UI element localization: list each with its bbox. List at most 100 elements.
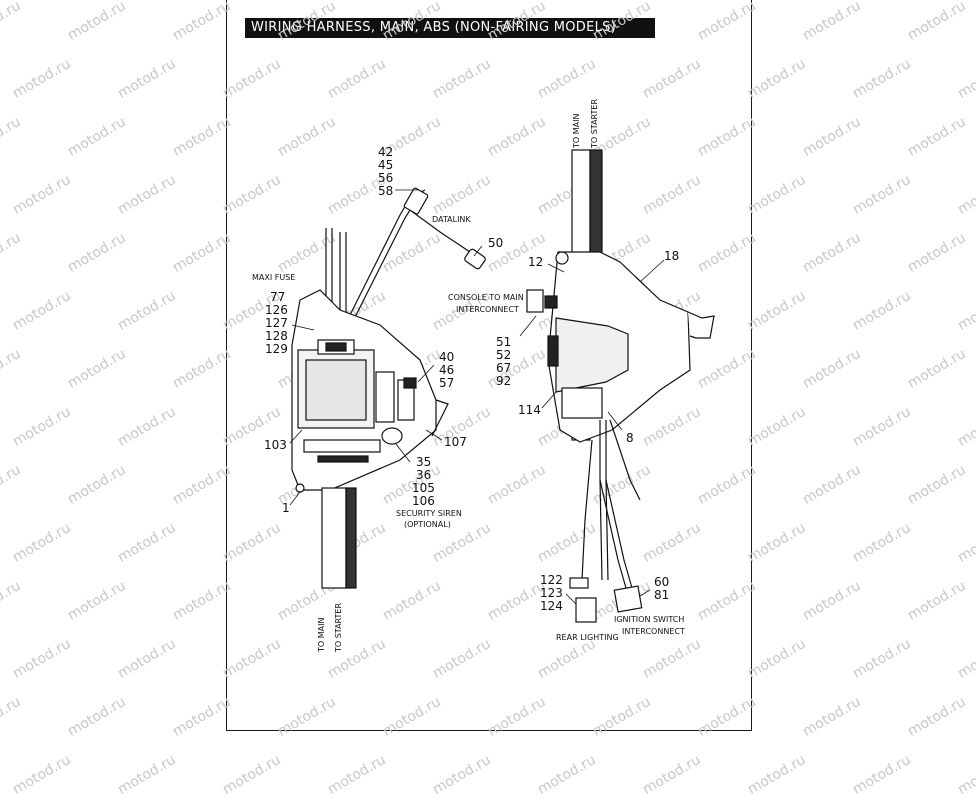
leader <box>473 245 483 257</box>
callout-number: 124 <box>540 599 563 613</box>
watermark-text: motod.ru <box>115 751 179 798</box>
frame-bracket <box>687 311 715 339</box>
callout-number: 81 <box>654 588 669 602</box>
callout-number: 103 <box>264 438 287 452</box>
callout-number: 67 <box>496 361 511 375</box>
leader <box>639 589 651 597</box>
callout-number: 45 <box>378 158 393 172</box>
rear-lighting-plug <box>575 597 597 623</box>
harness-to-starter <box>345 487 357 589</box>
caption-to-starter: TO STARTER <box>334 603 343 653</box>
callout-number: 18 <box>664 249 679 263</box>
leader <box>565 593 577 605</box>
fuse-block-cover <box>305 359 367 421</box>
callout-number: 12 <box>528 255 543 269</box>
leader <box>291 324 315 331</box>
module-connector <box>547 335 559 367</box>
leader <box>607 411 623 431</box>
callout-number: 126 <box>265 303 288 317</box>
leader <box>289 429 303 444</box>
leader <box>639 259 665 283</box>
right-harness-assembly <box>519 149 715 623</box>
connector-51 <box>544 295 558 309</box>
connector-40 <box>403 377 417 389</box>
callout-number: 51 <box>496 335 511 349</box>
leader <box>395 443 411 463</box>
maxi-fuse-body <box>325 342 347 352</box>
caption-datalink: DATALINK <box>432 215 471 224</box>
mount-bolt <box>555 251 569 265</box>
watermark-text: motod.ru <box>745 751 809 798</box>
callout-number: 128 <box>265 329 288 343</box>
callout-number: 123 <box>540 586 563 600</box>
leader <box>541 391 557 409</box>
leader <box>425 429 443 441</box>
diagram-title: WIRING HARNESS, MAIN, ABS (NON-FAIRING M… <box>245 18 655 38</box>
callout-number: 127 <box>265 316 288 330</box>
rear-lighting-wire <box>599 420 603 581</box>
relay <box>375 371 395 423</box>
console-connector <box>526 289 544 313</box>
caption-console: CONSOLE TO MAIN <box>448 293 524 302</box>
callout-number: 57 <box>439 376 454 390</box>
callout-number: 77 <box>270 290 285 304</box>
callout-number: 40 <box>439 350 454 364</box>
relay-pack <box>561 387 603 419</box>
ground-strip <box>317 455 369 463</box>
callout-number: 129 <box>265 342 288 356</box>
leader <box>547 263 565 273</box>
callout-number: 106 <box>412 494 435 508</box>
wiring-diagram: 42 45 56 58 DATALINK 50 MAXI FUSE 77 126… <box>252 99 715 653</box>
callout-number: 60 <box>654 575 669 589</box>
harness-to-main <box>321 487 347 589</box>
caption-maxi-fuse: MAXI FUSE <box>252 273 295 282</box>
rear-lighting-wire <box>605 420 609 581</box>
callout-number: 36 <box>416 468 431 482</box>
rear-lighting-wire <box>581 439 593 581</box>
ignition-wire <box>605 479 633 589</box>
watermark-text: motod.ru <box>325 751 389 798</box>
mount-hole <box>295 483 305 493</box>
bracket-arm <box>431 399 449 437</box>
callout-number: 8 <box>626 431 634 445</box>
callout-number: 105 <box>412 481 435 495</box>
callout-number: 58 <box>378 184 393 198</box>
callout-number: 52 <box>496 348 511 362</box>
watermark-text: motod.ru <box>640 751 704 798</box>
callout-number: 56 <box>378 171 393 185</box>
bottom-rail <box>303 439 381 453</box>
caption-rear-lighting: REAR LIGHTING <box>556 633 619 642</box>
datalink-connector <box>403 187 429 215</box>
callout-number: 42 <box>378 145 393 159</box>
watermark-text: motod.ru <box>535 751 599 798</box>
callout-number: 50 <box>488 236 503 250</box>
ignition-connector <box>613 585 643 613</box>
callout-number: 35 <box>416 455 431 469</box>
watermark-text: motod.ru <box>220 751 284 798</box>
connector-50 <box>464 248 486 270</box>
left-callouts: 42 45 56 58 DATALINK 50 MAXI FUSE 77 126… <box>252 145 503 653</box>
callout-number: 46 <box>439 363 454 377</box>
caption-to-starter: TO STARTER <box>590 99 599 149</box>
security-siren-connector <box>381 427 403 445</box>
caption-security-siren: (OPTIONAL) <box>404 520 451 529</box>
right-callouts: TO MAIN TO STARTER 12 18 CONSOLE TO MAIN… <box>448 99 685 642</box>
watermark-text: motod.ru <box>430 751 494 798</box>
callout-number: 107 <box>444 435 467 449</box>
rear-lighting-connector <box>569 577 589 589</box>
callout-number: 122 <box>540 573 563 587</box>
branch-wire <box>609 419 641 501</box>
leader <box>289 491 301 506</box>
caption-ignition: IGNITION SWITCH <box>614 615 684 624</box>
callout-number: 114 <box>518 403 541 417</box>
left-harness-assembly <box>289 187 486 589</box>
callout-number: 92 <box>496 374 511 388</box>
caption-security-siren: SECURITY SIREN <box>396 509 462 518</box>
caption-console: INTERCONNECT <box>456 305 519 314</box>
watermark-text: motod.ru <box>10 751 74 798</box>
datalink-wire <box>350 201 416 326</box>
caption-to-main: TO MAIN <box>317 618 326 653</box>
leader <box>519 315 537 337</box>
caption-ignition: INTERCONNECT <box>622 627 685 636</box>
leader <box>417 364 435 383</box>
